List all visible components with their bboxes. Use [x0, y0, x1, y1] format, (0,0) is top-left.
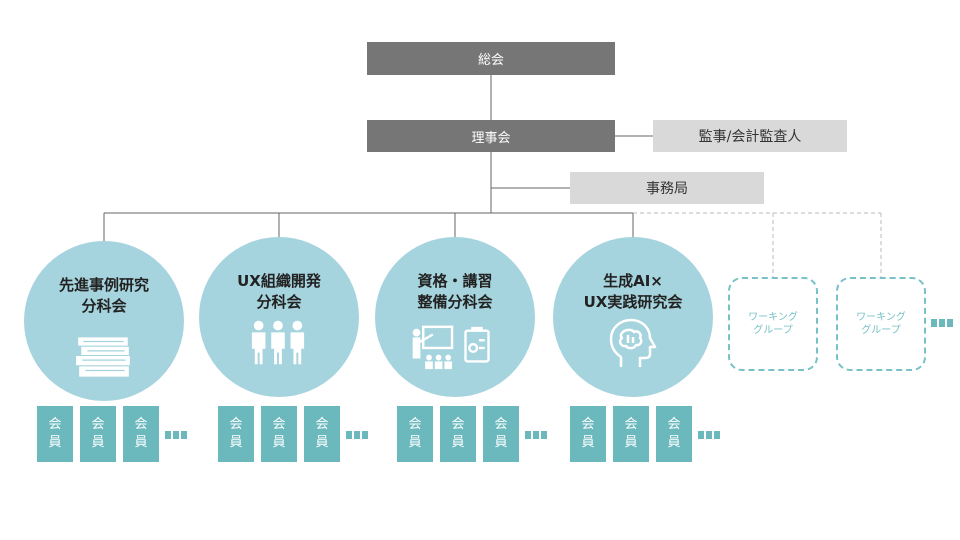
- member-box: 会員: [656, 406, 692, 462]
- member-box: 会員: [37, 406, 73, 462]
- more-indicator: [698, 431, 720, 439]
- subcommittee-title: 資格・講習 整備分科会: [417, 272, 493, 311]
- subcommittee-circle-certification: 資格・講習 整備分科会: [375, 237, 535, 397]
- ai-brain-head-icon: [609, 318, 657, 367]
- more-indicator: [931, 319, 953, 327]
- people-group-icon: [251, 320, 305, 365]
- subcommittee-circle-genai-ux: 生成AI× UX実践研究会: [553, 237, 713, 397]
- member-box: 会員: [613, 406, 649, 462]
- member-box: 会員: [440, 406, 476, 462]
- general-meeting-box: 総会: [367, 42, 615, 75]
- auditor-box: 監事/会計監査人: [653, 120, 847, 152]
- board-label: 理事会: [471, 130, 511, 146]
- board-box: 理事会: [367, 120, 615, 152]
- member-box: 会員: [397, 406, 433, 462]
- books-icon: [76, 337, 130, 377]
- member-box: 会員: [80, 406, 116, 462]
- teacher-certificate-icon: [412, 325, 490, 370]
- secretariat-box: 事務局: [570, 172, 764, 204]
- member-box: 会員: [570, 406, 606, 462]
- member-box: 会員: [123, 406, 159, 462]
- more-indicator: [346, 431, 368, 439]
- working-group-box: ワーキング グループ: [728, 277, 818, 371]
- subcommittee-title: 生成AI× UX実践研究会: [583, 272, 683, 311]
- more-indicator: [165, 431, 187, 439]
- working-group-box: ワーキング グループ: [836, 277, 926, 371]
- subcommittee-title: 先進事例研究 分科会: [58, 276, 149, 315]
- more-indicator: [525, 431, 547, 439]
- subcommittee-circle-ux-org: UX組織開発 分科会: [199, 237, 359, 397]
- subcommittee-title: UX組織開発 分科会: [237, 272, 321, 311]
- member-box: 会員: [261, 406, 297, 462]
- member-box: 会員: [218, 406, 254, 462]
- member-box: 会員: [483, 406, 519, 462]
- member-box: 会員: [304, 406, 340, 462]
- auditor-label: 監事/会計監査人: [698, 129, 802, 145]
- secretariat-label: 事務局: [646, 181, 688, 197]
- subcommittee-circle-case-study: 先進事例研究 分科会: [24, 241, 184, 401]
- general-meeting-label: 総会: [477, 53, 504, 68]
